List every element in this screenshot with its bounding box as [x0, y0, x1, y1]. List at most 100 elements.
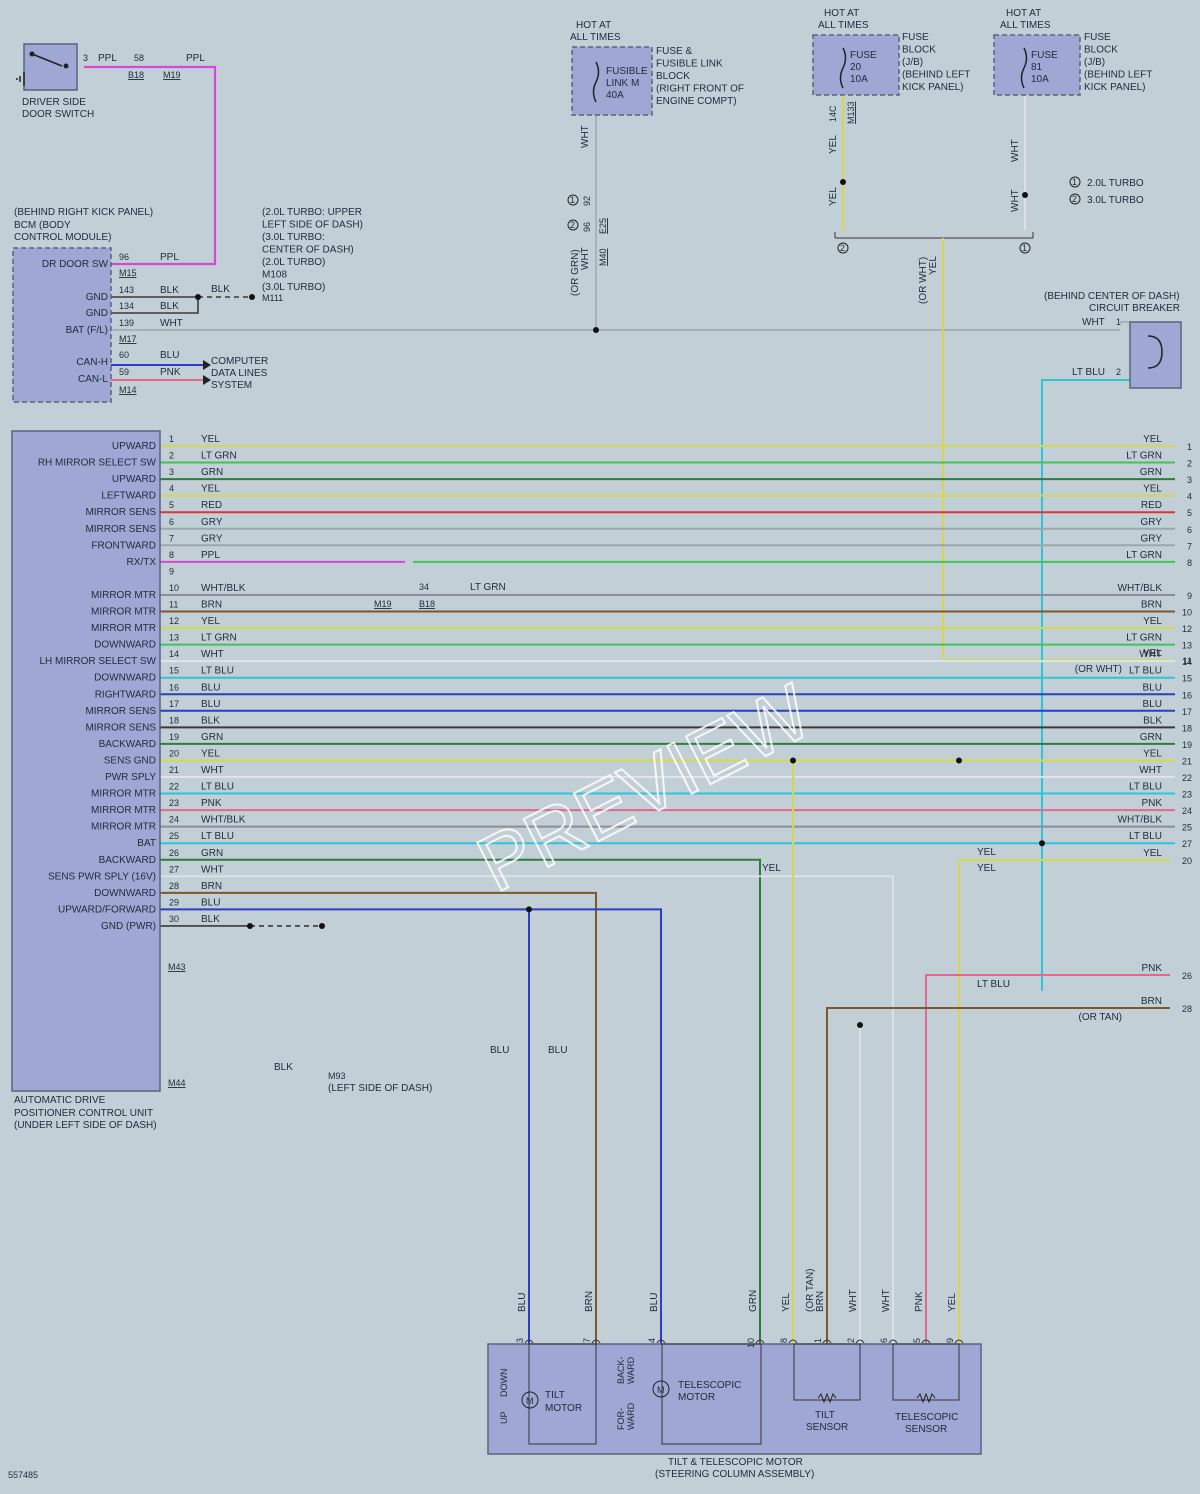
tele-sensor-resistor	[916, 1392, 936, 1404]
adpcu-pin-num: 17	[169, 699, 179, 709]
bcm-pin-color: WHT	[160, 318, 183, 329]
wire-up-fwd	[160, 908, 662, 1344]
fusible-link-block: HOT AT ALL TIMES FUSIBLE LINK M 40A FUSE…	[570, 20, 744, 116]
wire-breaker-out	[1041, 379, 1120, 991]
motor-pin-color: BRN	[584, 1291, 595, 1312]
motor-pin-color: YEL	[947, 1293, 958, 1312]
legend-text-2: 3.0L TURBO	[1087, 195, 1144, 206]
splice-92: 92	[582, 196, 592, 206]
adpcu-pin-color: BLK	[201, 715, 220, 726]
adpcu-pin-label: BACKWARD	[99, 739, 156, 750]
adpcu-pin-label: LH MIRROR SELECT SW	[40, 656, 157, 667]
bcm-pin-num: 139	[119, 318, 134, 328]
right-pin-num: 25	[1182, 823, 1192, 833]
right-pin-num: 12	[1182, 624, 1192, 634]
tilt-sensor-label-2: SENSOR	[806, 1422, 848, 1433]
wire-gnd-134	[111, 297, 199, 314]
bcm-pin-color: BLU	[160, 350, 179, 361]
door-switch-label-2: DOOR SWITCH	[22, 109, 94, 120]
bcm-conn-m15: M15	[119, 268, 137, 278]
bcm-box	[12, 247, 112, 403]
splice-labels: WHT YEL YEL 14C M133 WHT WHT (OR WHT) YE…	[490, 101, 1031, 1056]
fl-hot-1: HOT AT	[576, 20, 611, 31]
f81-desc-line: FUSE	[1084, 32, 1111, 43]
right-wire-note: (OR TAN)	[1078, 1012, 1122, 1023]
adpcu-pin-num: 7	[169, 533, 174, 543]
gnd-note-line: (3.0L TURBO)	[262, 282, 325, 293]
circuit-breaker-box	[1129, 321, 1182, 389]
gnd-terminal	[249, 294, 255, 300]
motor-pin-cap	[855, 1339, 865, 1344]
door-switch-conn-b18: B18	[128, 70, 144, 80]
right-pin-num: 18	[1182, 723, 1192, 733]
motor-pin-cap	[591, 1339, 601, 1344]
tele-motor-m: M	[657, 1385, 665, 1395]
motor-pin-num: 7	[582, 1338, 592, 1343]
right-wire-color: LT BLU	[1129, 666, 1162, 677]
bcm-pin-label: GND	[86, 308, 108, 319]
fl-desc-line: FUSIBLE LINK	[656, 59, 723, 70]
gnd-splice	[195, 294, 201, 300]
right-pin-num: 14	[1182, 657, 1192, 667]
legend-circle-1	[1069, 176, 1081, 188]
bcm-pin-num: 59	[119, 367, 129, 377]
right-pin-num: 28	[1182, 1004, 1192, 1014]
adpcu-pin-label: UPWARD	[112, 441, 156, 452]
right-wire-color: BLU	[1143, 699, 1162, 710]
right-pin-num: 4	[1187, 492, 1192, 502]
wire-tilt-sensor-sig	[826, 1007, 1170, 1344]
adpcu-pin-label: PWR SPLY	[105, 772, 156, 783]
right-pin-num: 2	[1187, 459, 1192, 469]
motor-pin-num: 8	[779, 1338, 789, 1343]
cb-wire-2: LT BLU	[1072, 367, 1105, 378]
can-dest-line: SYSTEM	[211, 380, 252, 391]
wire-dr-door-sw	[84, 65, 217, 266]
right-pin-num: 16	[1182, 690, 1192, 700]
fuse-81-box	[993, 34, 1081, 96]
gnd-note-line: (2.0L TURBO: UPPER	[262, 207, 362, 218]
adpcu-title-1: AUTOMATIC DRIVE	[14, 1095, 106, 1106]
bcm-title-2: BCM (BODY	[14, 220, 71, 231]
tele-motor-label: MOTOR	[678, 1392, 715, 1403]
f81-hot-2: ALL TIMES	[1000, 20, 1051, 31]
right-wire-color: YEL	[1143, 848, 1162, 859]
adpcu-pin-num: 4	[169, 484, 174, 494]
motor-pin-num: 5	[912, 1338, 922, 1343]
bat-ltblu-splice	[1039, 840, 1045, 847]
right-wire-color: LT GRN	[1126, 451, 1162, 462]
cb-title-1: (BEHIND CENTER OF DASH)	[1044, 291, 1180, 302]
fusible-link-box	[571, 46, 653, 116]
motor-pin-color: PNK	[914, 1291, 925, 1312]
tele-label: TELESCOPIC	[678, 1380, 741, 1391]
motor-pin-num: 9	[945, 1338, 955, 1343]
cb-pin-2: 2	[1116, 367, 1121, 377]
right-wire-color: YEL	[1143, 484, 1162, 495]
adpcu-pin-num: 12	[169, 616, 179, 626]
can-dest-line: COMPUTER	[211, 356, 268, 367]
f20-num: 20	[850, 62, 862, 73]
adpcu-pin-label: RIGHTWARD	[95, 689, 156, 700]
right-wire-color: RED	[1141, 500, 1162, 511]
adpcu-title-2: POSITIONER CONTROL UNIT	[14, 1108, 153, 1119]
gnd-note-line: LEFT SIDE OF DASH)	[262, 220, 363, 231]
bcm-title-3: CONTROL MODULE)	[14, 232, 111, 243]
adpcu-pin-color: LT GRN	[201, 633, 237, 644]
right-pin-num: 5	[1187, 508, 1192, 518]
adpcu-pin-color: WHT	[201, 864, 224, 875]
adpcu-gnd-note: (LEFT SIDE OF DASH)	[328, 1083, 432, 1094]
right-pin-num: 27	[1182, 839, 1192, 849]
right-pin-num: 26	[1182, 971, 1192, 981]
splice-circle-1	[567, 194, 579, 206]
f20-hot-1: HOT AT	[824, 8, 859, 19]
legend-num-2: 2	[1072, 194, 1077, 204]
adpcu-pin-num: 14	[169, 649, 179, 659]
bcm-pin-label: GND	[86, 292, 108, 303]
motor-pin-num: 4	[647, 1338, 657, 1343]
adpcu-pin-color: GRN	[201, 467, 223, 478]
right-wire-color: WHT/BLK	[1118, 815, 1163, 826]
adpcu-pin-color: BLU	[201, 682, 220, 693]
adpcu-pin-label: MIRROR MTR	[91, 805, 156, 816]
adpcu-pin-num: 30	[169, 914, 179, 924]
